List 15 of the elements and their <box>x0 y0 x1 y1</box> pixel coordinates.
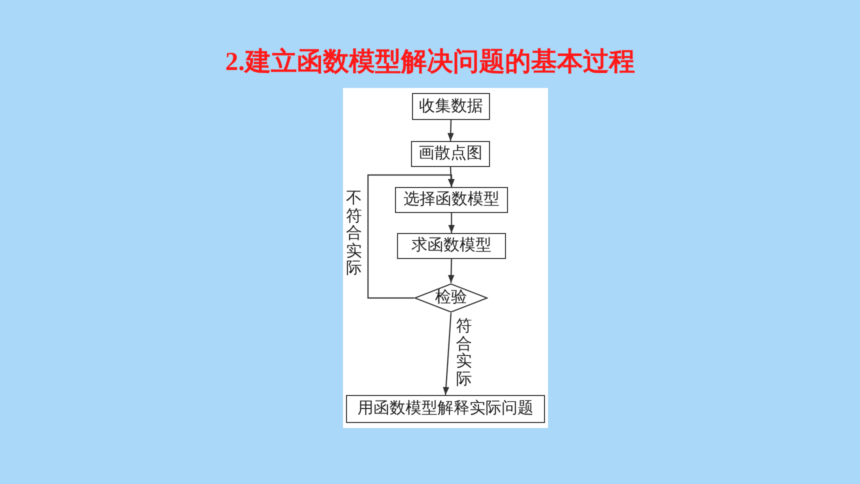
arrow <box>442 312 452 396</box>
arrow <box>448 213 455 233</box>
edge-label: 不符合实际 <box>346 190 362 278</box>
arrow <box>367 174 455 299</box>
process-box: 画散点图 <box>411 141 490 167</box>
arrow <box>448 166 454 188</box>
arrow <box>448 258 454 284</box>
edge-label: 符合实际 <box>456 318 472 388</box>
decision-diamond: 检验 <box>414 283 488 313</box>
process-box: 求函数模型 <box>397 233 506 259</box>
process-box: 选择函数模型 <box>395 187 508 213</box>
arrow <box>448 120 454 142</box>
process-box: 用函数模型解释实际问题 <box>346 395 545 423</box>
title: 2.建立函数模型解决问题的基本过程 <box>224 46 636 78</box>
process-box: 收集数据 <box>412 93 490 120</box>
